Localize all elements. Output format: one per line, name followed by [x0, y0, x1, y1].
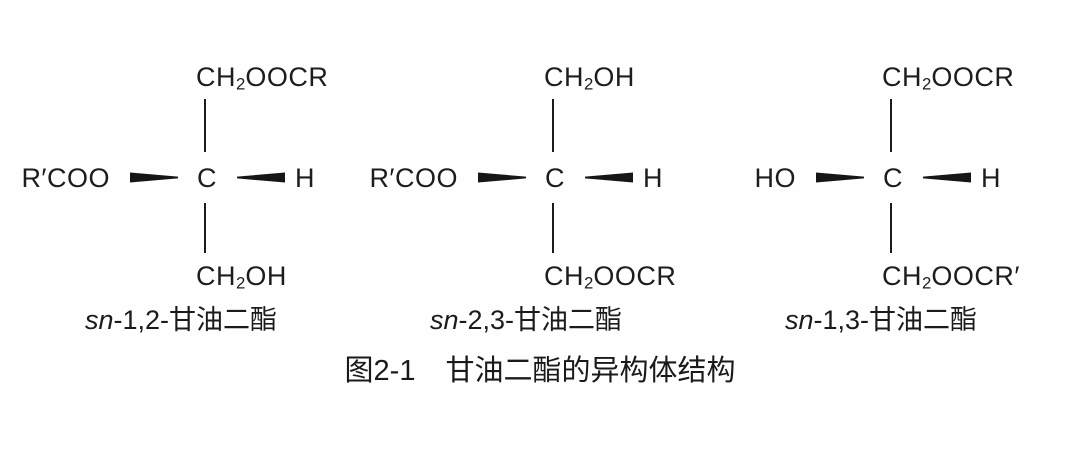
structure-name-rest: -1,2-甘油二酯	[113, 305, 278, 335]
wedge-bond-right-icon	[237, 172, 285, 183]
bond-bottom-vertical	[890, 203, 892, 253]
left-substituent-formula: HO	[754, 163, 796, 193]
wedge-bond-right-icon	[923, 172, 971, 183]
central-carbon-atom: C	[545, 163, 565, 193]
figure-caption: 图2-1 甘油二酯的异构体结构	[0, 354, 1080, 389]
bond-bottom-vertical	[204, 203, 206, 253]
hydrogen-atom: H	[643, 163, 663, 193]
hydrogen-atom: H	[981, 163, 1001, 193]
wedge-bond-left-icon	[130, 172, 178, 183]
bond-bottom-vertical	[552, 203, 554, 253]
sn-prefix: sn	[85, 305, 114, 335]
structure-name-label: sn-1,2-甘油二酯	[85, 305, 277, 336]
bottom-substituent-formula: CH2OOCR′	[882, 261, 1020, 293]
wedge-bond-right-icon	[585, 172, 633, 183]
bottom-substituent-formula: CH2OH	[196, 261, 287, 293]
top-substituent-formula: CH2OH	[544, 62, 635, 94]
left-substituent-formula: R′COO	[369, 163, 458, 193]
structure-name-label: sn-1,3-甘油二酯	[785, 305, 977, 336]
bottom-substituent-formula: CH2OOCR	[544, 261, 677, 293]
top-substituent-formula: CH2OOCR	[882, 62, 1015, 94]
structure-sn-1-3-diacylglycerol: CH2OOCR HO C H CH2OOCR′ sn-1,3-甘油二酯	[683, 0, 1053, 345]
structure-name-label: sn-2,3-甘油二酯	[430, 305, 622, 336]
wedge-bond-left-icon	[816, 172, 864, 183]
bond-top-vertical	[552, 99, 554, 152]
bond-top-vertical	[890, 99, 892, 152]
left-substituent-formula: R′COO	[21, 163, 110, 193]
structure-name-rest: -2,3-甘油二酯	[458, 305, 623, 335]
hydrogen-atom: H	[295, 163, 315, 193]
figure-caption-number: 图2-1	[344, 355, 416, 387]
sn-prefix: sn	[430, 305, 459, 335]
figure-caption-text: 甘油二酯的异构体结构	[445, 355, 736, 387]
sn-prefix: sn	[785, 305, 814, 335]
structure-sn-1-2-diacylglycerol: CH2OOCR R′COO C H CH2OH sn-1,2-甘油二酯	[0, 0, 367, 345]
structure-sn-2-3-diacylglycerol: CH2OH R′COO C H CH2OOCR sn-2,3-甘油二酯	[345, 0, 715, 345]
wedge-bond-left-icon	[478, 172, 526, 183]
bond-top-vertical	[204, 99, 206, 152]
central-carbon-atom: C	[883, 163, 903, 193]
top-substituent-formula: CH2OOCR	[196, 62, 329, 94]
central-carbon-atom: C	[197, 163, 217, 193]
structure-name-rest: -1,3-甘油二酯	[813, 305, 978, 335]
